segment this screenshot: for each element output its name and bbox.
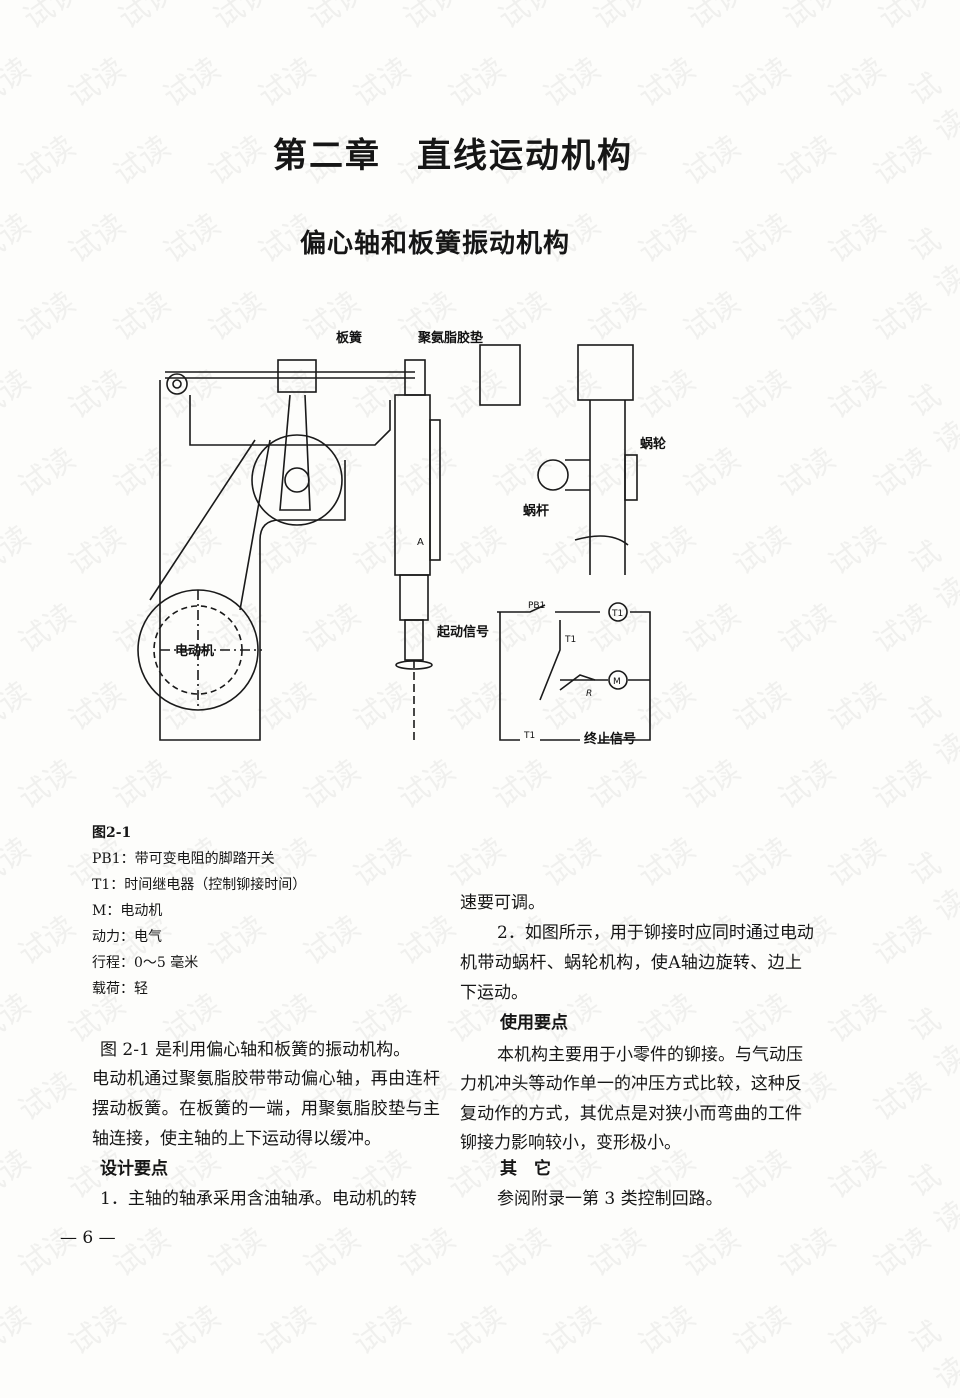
- watermark-text: 试读: [822, 987, 892, 1051]
- label-t1-relay: T1: [564, 635, 576, 645]
- watermark-text: 试读: [202, 909, 272, 973]
- page-number: — 6 —: [60, 1228, 116, 1248]
- label-r: R: [586, 689, 592, 699]
- watermark-text: 试读: [0, 987, 37, 1051]
- watermark-text: 试读: [0, 831, 37, 895]
- watermark-text: 试读: [632, 1299, 702, 1363]
- label-pb1: PB1: [528, 601, 545, 611]
- watermark-text: 试读: [902, 1158, 960, 1241]
- paragraph-line: 参阅附录一第 3 类控制回路。: [497, 1189, 723, 1209]
- label-m: M: [613, 677, 621, 687]
- watermark-text: 试读: [487, 1221, 557, 1285]
- watermark-text: 试读: [537, 1299, 607, 1363]
- watermark-text: 试读: [582, 1221, 652, 1285]
- paragraph-line: 速要可调。: [460, 893, 545, 913]
- watermark-text: 试读: [442, 831, 512, 895]
- label-axis-a: A: [417, 537, 424, 548]
- watermark-text: 试读: [822, 1143, 892, 1207]
- watermark-text: 试读: [902, 1314, 960, 1397]
- caption-line: 载荷：轻: [92, 981, 148, 997]
- watermark-text: 试读: [157, 1299, 227, 1363]
- chapter-title: 第二章 直线运动机构: [273, 136, 633, 176]
- watermark-text: 试读: [392, 1221, 462, 1285]
- watermark-text: 试读: [822, 1299, 892, 1363]
- watermark-text: 试读: [297, 909, 367, 973]
- caption-figure-number: 图2-1: [92, 825, 132, 841]
- mechanism-figure: 板簧 聚氨脂胶垫 蜗轮 蜗杆 电动机 A 起动信号 PB1 T1 T1 R M …: [137, 330, 666, 747]
- watermark-text: 试读: [677, 1221, 747, 1285]
- caption-line: M：电动机: [92, 903, 163, 919]
- watermark-text: 试读: [107, 1221, 177, 1285]
- watermark-text: 试读: [252, 1299, 322, 1363]
- other-heading: 其 它: [500, 1159, 551, 1179]
- label-motor: 电动机: [175, 643, 214, 659]
- label-end-signal: 终止信号: [584, 731, 636, 747]
- paragraph-line: 力机冲头等动作单一的冲压方式比较，这种反: [460, 1074, 802, 1094]
- caption-line: 行程：0～5 毫米: [92, 955, 199, 971]
- paragraph-line: 铆接力影响较小，变形极小。: [460, 1133, 681, 1153]
- watermark-text: 试读: [202, 1221, 272, 1285]
- paragraph-line: 1．主轴的轴承采用含油轴承。电动机的转: [100, 1189, 417, 1209]
- label-leaf-spring: 板簧: [336, 330, 362, 346]
- watermark-text: 试读: [537, 831, 607, 895]
- watermark-text: 试读: [297, 1221, 367, 1285]
- paragraph-line: 轴连接，使主轴的上下运动得以缓冲。: [92, 1129, 381, 1149]
- watermark-text: 试读: [12, 909, 82, 973]
- paragraph-line: 摆动板簧。在板簧的一端，用聚氨脂胶垫与主: [92, 1099, 440, 1119]
- watermark-text: 试读: [727, 1299, 797, 1363]
- watermark-text: 试读: [867, 1221, 937, 1285]
- watermark-text: 试读: [727, 1143, 797, 1207]
- watermark-text: 试读: [902, 1002, 960, 1085]
- caption-line: 动力：电气: [92, 929, 162, 945]
- label-t1-coil: T1: [611, 609, 623, 619]
- watermark-text: 试读: [772, 1221, 842, 1285]
- label-start-signal: 起动信号: [436, 624, 489, 640]
- watermark-text: 试读: [867, 909, 937, 973]
- watermark-text: 试读: [727, 831, 797, 895]
- watermark-text: 试读: [442, 1299, 512, 1363]
- watermark-text: 试读: [822, 831, 892, 895]
- paragraph-line: 图 2-1 是利用偏心轴和板簧的振动机构。: [100, 1040, 411, 1060]
- watermark-text: 试读: [0, 1299, 37, 1363]
- paragraph-line: 本机构主要用于小零件的铆接。与气动压: [497, 1045, 803, 1065]
- label-t1-contact: T1: [523, 731, 535, 741]
- paragraph-line: 下运动。: [460, 983, 528, 1003]
- frame-drawing: [137, 344, 651, 741]
- usage-heading: 使用要点: [500, 1013, 568, 1033]
- watermark-text: 试读: [347, 1299, 417, 1363]
- caption-line: PB1：带可变电阻的脚踏开关: [92, 851, 275, 867]
- paragraph-line: 机带动蜗杆、蜗轮机构，使A轴边旋转、边上: [460, 953, 802, 973]
- watermark-text: 试读: [867, 1065, 937, 1129]
- watermark-text: 试读: [12, 1221, 82, 1285]
- caption-line: T1：时间继电器（控制铆接时间）: [92, 877, 307, 893]
- watermark-text: 试读: [0, 1143, 37, 1207]
- watermark-text: 试读: [632, 831, 702, 895]
- paragraph-line: 电动机通过聚氨脂胶带带动偏心轴，再由连杆: [92, 1069, 440, 1089]
- watermark-text: 试读: [392, 909, 462, 973]
- label-worm: 蜗杆: [523, 503, 549, 519]
- design-heading: 设计要点: [100, 1159, 168, 1179]
- watermark-text: 试读: [12, 1065, 82, 1129]
- paragraph-line: 复动作的方式，其优点是对狭小而弯曲的工件: [460, 1104, 802, 1124]
- watermark-text: 试读: [62, 1299, 132, 1363]
- paragraph-line: 2．如图所示，用于铆接时应同时通过电动: [497, 923, 814, 943]
- watermark-text: 试读: [902, 846, 960, 929]
- watermark-text: 试读: [347, 831, 417, 895]
- section-title: 偏心轴和板簧振动机构: [300, 229, 571, 259]
- label-worm-wheel: 蜗轮: [640, 436, 666, 452]
- label-urethane-pad: 聚氨脂胶垫: [417, 330, 483, 346]
